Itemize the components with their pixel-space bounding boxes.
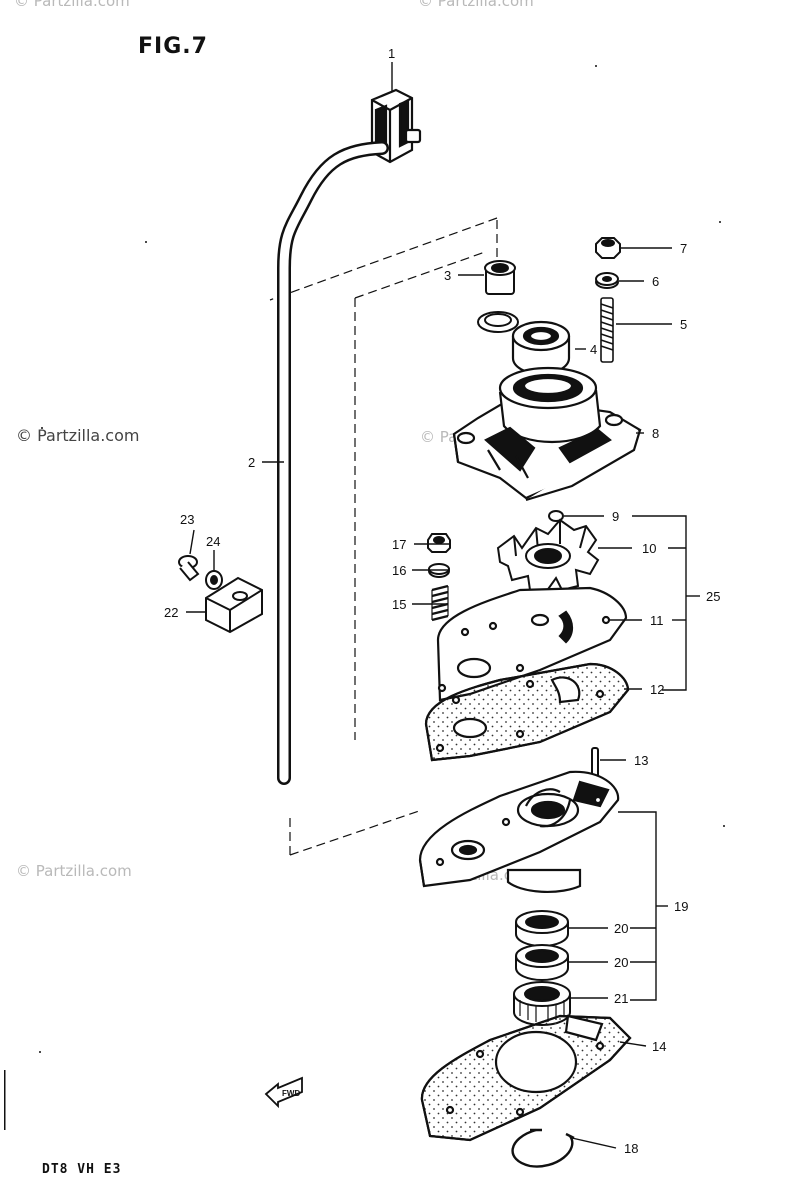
callout-2: 2 [248,455,255,470]
assembly-lines [269,217,498,856]
part-24-washer [205,570,223,590]
part-12-gasket [424,662,630,762]
callout-12: 12 [650,682,664,697]
part-22-block [205,576,263,634]
callout-22: 22 [164,605,178,620]
callout-16: 16 [392,563,406,578]
part-11-plate [436,586,628,702]
part-9-key [548,510,564,522]
callout-24: 24 [206,534,220,549]
callout-5: 5 [680,317,687,332]
part-19-lower-case [418,770,620,894]
callout-labels: 1 2 3 4 5 6 7 8 9 10 11 12 13 14 15 16 1… [164,46,720,1156]
callout-3: 3 [444,268,451,283]
callout-14: 14 [652,1039,666,1054]
scan-edge-mark [4,1070,6,1130]
part-3-bushing [477,260,519,333]
callout-20-lower: 20 [614,955,628,970]
callout-6: 6 [652,274,659,289]
callout-4: 4 [590,342,597,357]
watermark: © Partzilla.com [418,0,534,10]
callout-7: 7 [680,241,687,256]
watermark: © Partzilla.com [14,0,130,10]
part-18-circlip [511,1128,575,1168]
callout-19: 19 [674,899,688,914]
callout-20-upper: 20 [614,921,628,936]
figure-title: FIG.7 [138,34,208,59]
part-8-pump-case [452,366,642,502]
callout-25: 25 [706,589,720,604]
callout-11: 11 [650,613,664,628]
part-10-impeller [496,518,600,594]
part-7-nut [595,237,621,259]
part-15-spring [431,584,449,622]
callout-13: 13 [634,753,648,768]
callout-15: 15 [392,597,406,612]
part-17-cap [427,533,451,553]
fwd-badge-label: FWD [282,1089,300,1098]
part-6-washer [595,272,619,289]
callout-23: 23 [180,512,194,527]
callout-1: 1 [388,46,395,61]
watermark: © Partzilla.com [16,862,132,880]
part-20-seal-lower [515,944,569,981]
callout-8: 8 [652,426,659,441]
part-2-water-hose [277,141,389,785]
callout-21: 21 [614,991,628,1006]
callout-17: 17 [392,537,406,552]
part-23-bolt [178,555,200,582]
callout-9: 9 [612,509,619,524]
forward-arrow-icon: FWD [264,1076,303,1109]
part-4-oil-seal [511,320,571,376]
watermark: © Partzilla.com [16,426,140,445]
model-code: DT8 VH E3 [42,1162,122,1177]
callout-10: 10 [642,541,656,556]
callout-18: 18 [624,1141,638,1156]
part-16-washer [428,563,450,578]
part-14-base-gasket [420,1014,632,1142]
part-20-seal-upper [515,910,569,947]
scan-specks [39,65,725,1053]
part-5-stud [600,297,614,363]
leader-lines [186,62,700,1149]
